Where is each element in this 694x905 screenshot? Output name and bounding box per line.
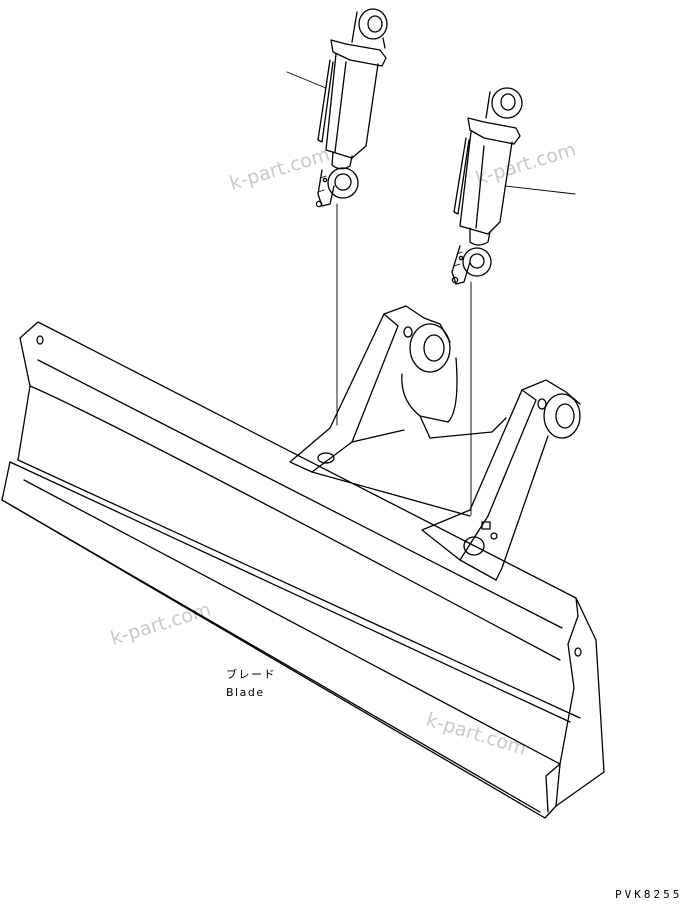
watermark: k-part.com — [108, 598, 213, 649]
left-cylinder — [315, 8, 388, 208]
drawing-code: PVK8255 — [615, 888, 682, 901]
blade — [1, 321, 605, 819]
watermark: k-part.com — [227, 143, 332, 194]
leader-line — [286, 71, 327, 89]
part-label-en: Blade — [226, 686, 265, 699]
part-label-jp: ブレード — [226, 667, 276, 681]
watermark: k-part.com — [473, 138, 578, 189]
leader-line — [504, 185, 576, 195]
right-cylinder — [451, 87, 523, 285]
watermark: k-part.com — [424, 709, 529, 760]
push-frame — [289, 305, 581, 581]
